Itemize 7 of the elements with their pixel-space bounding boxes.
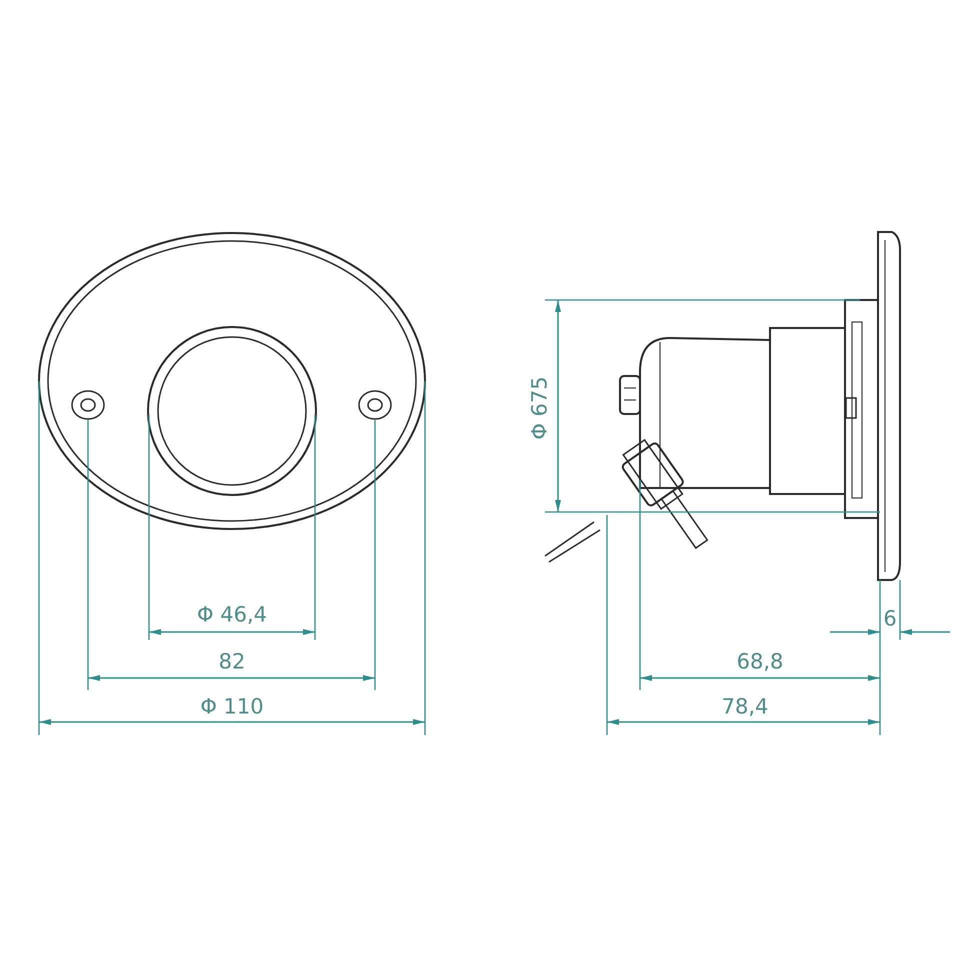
dimension-label: 68,8 [736, 652, 784, 672]
dimension-label: Φ 110 [200, 696, 264, 718]
dimension-label: Φ 46,4 [197, 604, 267, 626]
dimension-label: 6 [883, 608, 897, 630]
dimension-label: 82 [218, 652, 246, 672]
dimension-label: Φ 675 [530, 376, 550, 440]
dimension-label: 78,4 [722, 696, 768, 718]
